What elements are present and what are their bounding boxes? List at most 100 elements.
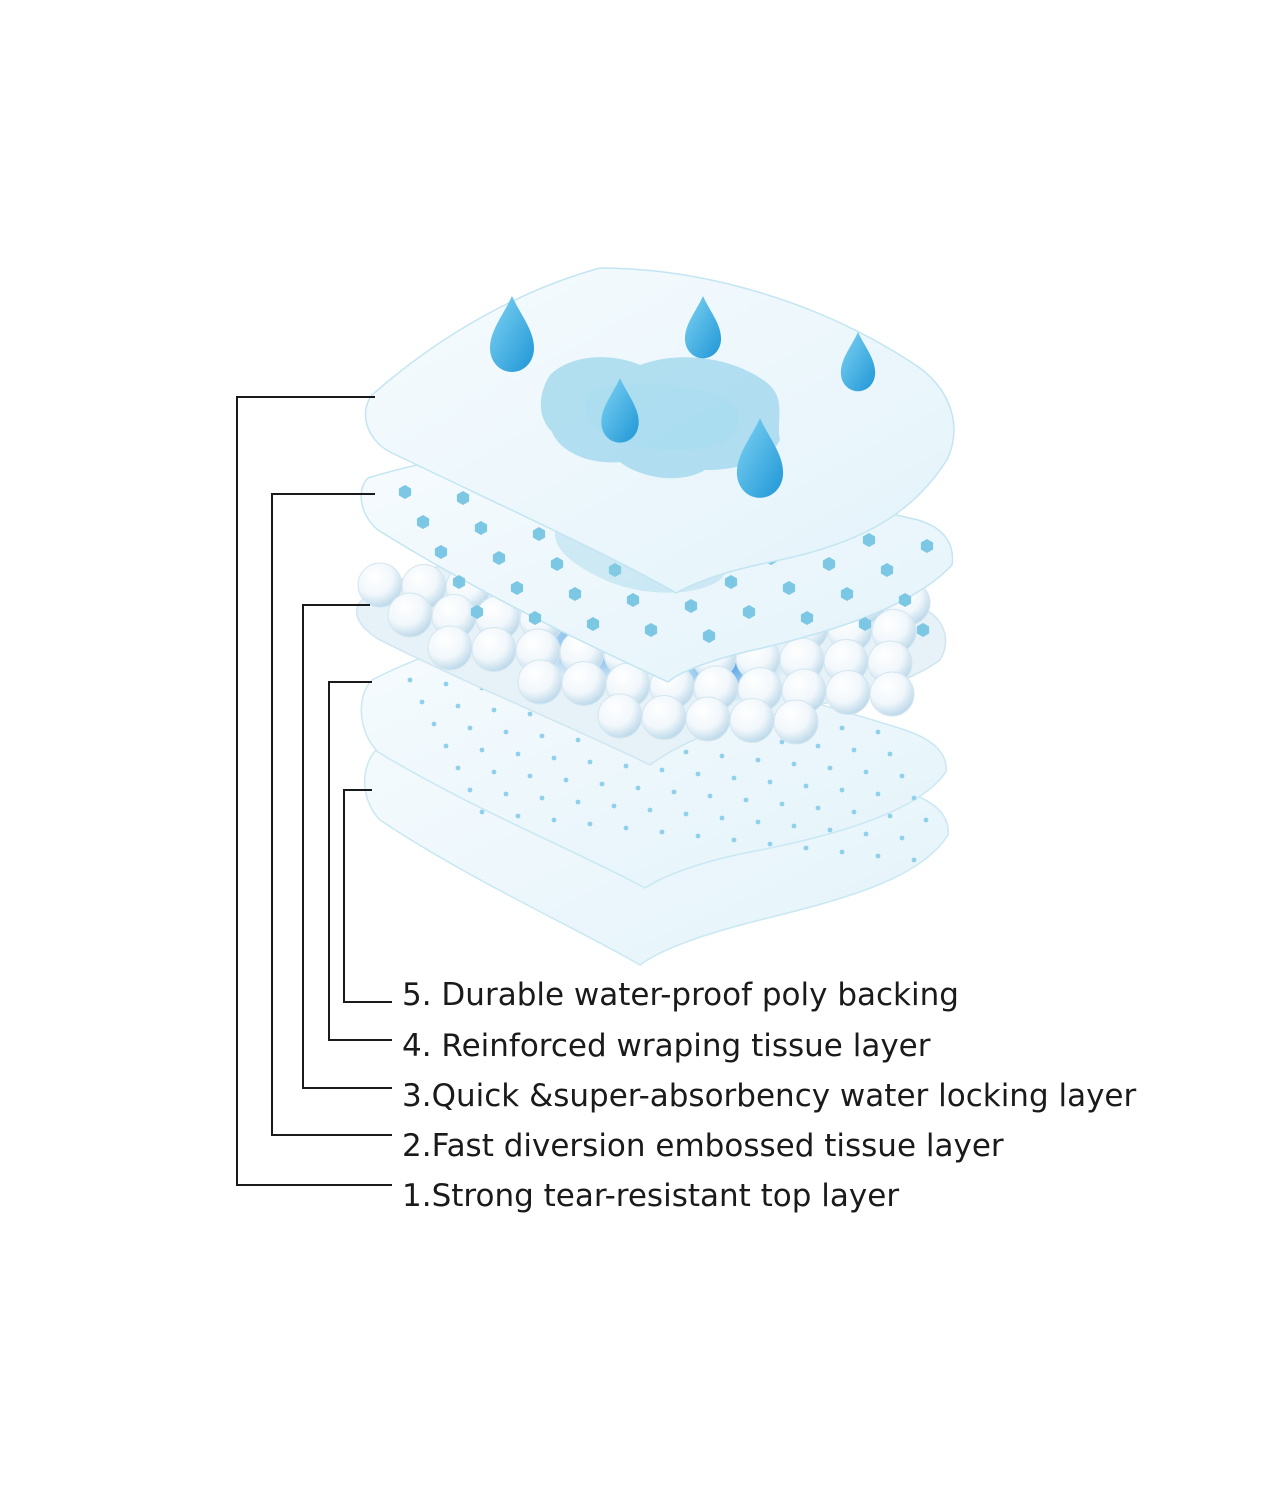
perforation-dot [623,825,629,831]
perforation-dot [479,809,485,815]
embossed-dot-icon [800,611,814,625]
leader-line-5 [343,789,392,1003]
perforation-dot [551,755,557,761]
embossed-dot-icon [470,605,484,619]
label-layer-1: 1.Strong tear-resistant top layer [402,1178,900,1214]
perforation-dot [851,747,857,753]
perforation-dot [887,813,893,819]
absorbent-bead-icon [773,699,819,745]
embossed-dot-icon [586,617,600,631]
perforation-dot [731,837,737,843]
perforation-dot [431,721,437,727]
perforation-dot [719,753,725,759]
absorbent-bead-icon [869,671,915,717]
embossed-dot-icon [840,587,854,601]
leader-line-4 [328,681,392,1041]
perforation-dot [467,787,473,793]
perforation-dot [683,749,689,755]
perforation-dot [587,759,593,765]
perforation-dot [491,707,497,713]
embossed-dot-icon [858,617,872,631]
perforation-dot [455,703,461,709]
embossed-dot-icon [398,485,934,643]
leader-lines [236,396,392,1186]
embossed-dot-icon [702,629,716,643]
embossed-dot-icon [782,581,796,595]
embossed-dot-icon [626,593,640,607]
perforation-dot [899,835,905,841]
perforation-dot [539,795,545,801]
absorbent-bead-icon [471,627,517,672]
embossed-dot-icon [862,533,876,547]
perforation-dot [587,821,593,827]
perforation-dot [515,751,521,757]
perforation-dot [539,733,545,739]
embossed-dot-icon [684,599,698,613]
embossed-dot-icon [528,611,542,625]
label-layer-5: 5. Durable water-proof poly backing [402,977,959,1013]
perforation-dot [659,829,665,835]
perforation-dot [911,857,917,863]
perforation-dot [695,833,701,839]
absorbent-bead-icon [825,670,871,715]
absorbent-bead-icon [641,695,687,740]
perforation-dot [671,789,677,795]
water-drops [490,296,876,498]
water-drop-icon [840,332,876,392]
perforation-dot [575,737,581,743]
perforation-dot [719,815,725,821]
perforation-dot [887,751,893,757]
perforation-dot [815,743,821,749]
perforation-dot [827,765,833,771]
perforation-dot [863,831,869,837]
leader-line-1 [236,396,392,1186]
perforation-dot [767,779,773,785]
embossed-dot-icon [492,551,506,565]
water-drop-icon [684,296,722,359]
embossed-dot-icon [644,623,658,637]
perforation-dot [563,777,569,783]
perforation-dot [503,791,509,797]
perforation-dot [659,767,665,773]
perforation-dot [839,787,845,793]
perforation-dot [695,771,701,777]
perforation-dot [491,769,497,775]
perforation-dot [839,725,845,731]
perforation-dot [575,799,581,805]
embossed-dot-icon [550,557,564,571]
perforation-dot [443,681,449,687]
label-layer-4: 4. Reinforced wraping tissue layer [402,1028,931,1064]
embossed-dot-icon [568,587,582,601]
leader-line-2 [271,493,392,1136]
perforation-dot [683,811,689,817]
perforation-dot [803,845,809,851]
perforation-dot [479,747,485,753]
perforation-dot [923,817,929,823]
perforation-dot [443,743,449,749]
perforation-dot [755,819,761,825]
perforation-dot [647,807,653,813]
perforation-dot [863,769,869,775]
perforation-dot [599,781,605,787]
embossed-dot-icon [398,485,412,499]
perforation-dot [707,793,713,799]
water-drop-icon [490,296,534,372]
absorbent-bead-icon [685,696,731,742]
embossed-dot-icon [920,539,934,553]
embossed-dot-icon [474,521,488,535]
perforation-dot [803,783,809,789]
perforation-dot [779,739,785,745]
absorbent-bead-icon [597,693,643,739]
embossed-dot-icon [822,557,836,571]
absorbent-bead-icon [427,625,473,671]
perforation-dot [611,803,617,809]
perforation-dot [419,699,425,705]
perforation-dot [779,801,785,807]
perforation-dot [743,797,749,803]
perforation-dot [467,725,473,731]
embossed-dot-icon [724,575,738,589]
embossed-dot-icon [452,575,466,589]
perforation-dot [815,805,821,811]
perforation-dot [899,773,905,779]
